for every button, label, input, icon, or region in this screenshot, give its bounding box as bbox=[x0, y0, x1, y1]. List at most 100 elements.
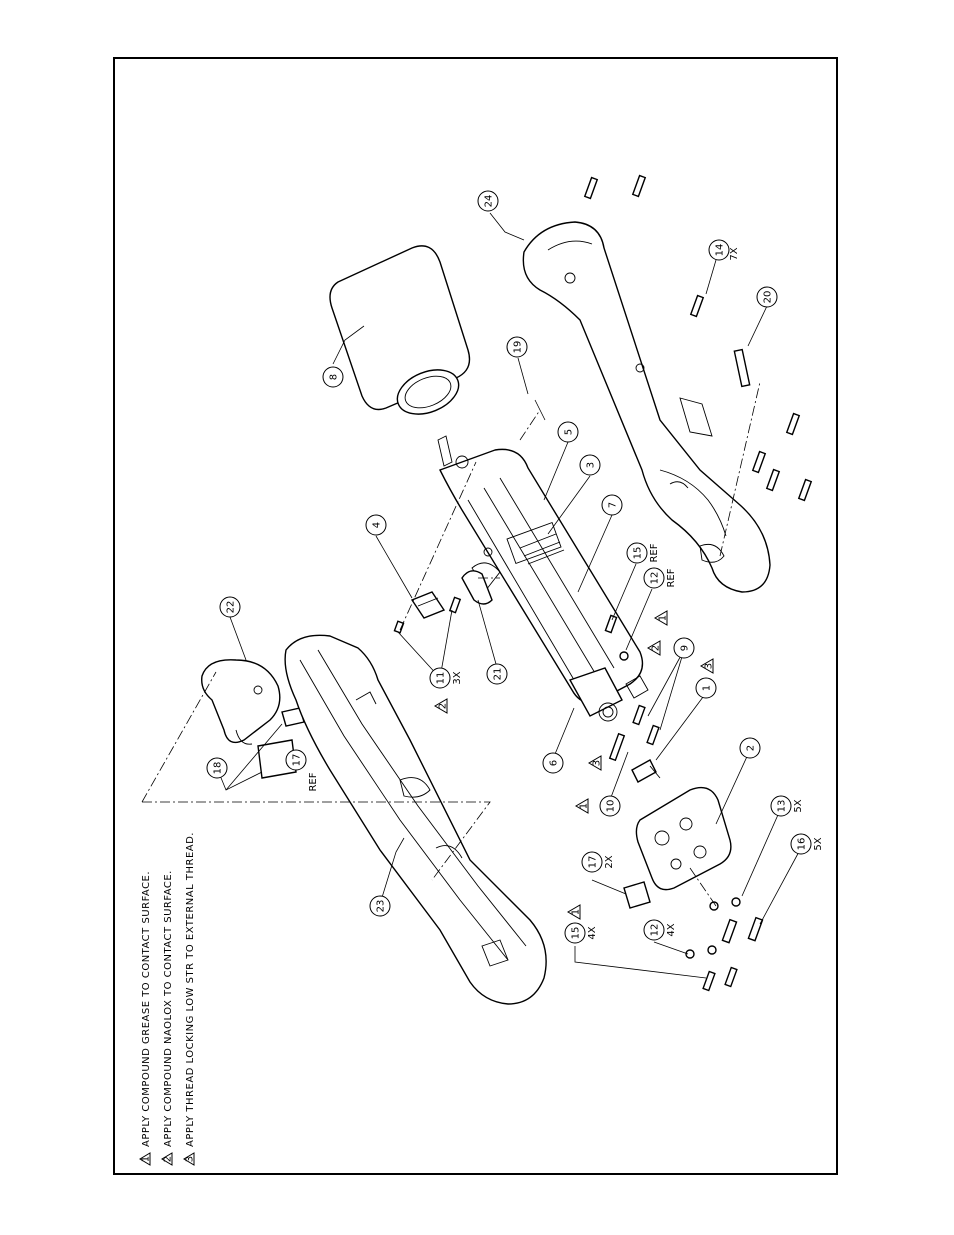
triangle-15: 1 bbox=[567, 904, 582, 920]
triangle-9a: 1 bbox=[654, 610, 669, 626]
triangle-9b: 2 bbox=[647, 640, 662, 656]
svg-text:REF: REF bbox=[666, 568, 677, 587]
svg-text:17: 17 bbox=[588, 856, 599, 869]
svg-text:18: 18 bbox=[213, 762, 224, 775]
note-3: 3 APPLY THREAD LOCKING LOW STR TO EXTERN… bbox=[183, 832, 196, 1166]
svg-text:3: 3 bbox=[592, 760, 603, 766]
callout-22: 22 bbox=[219, 596, 241, 618]
callouts: 8 24 14 7X 19 20 5 3 4 bbox=[206, 190, 824, 944]
svg-text:REF: REF bbox=[308, 772, 319, 791]
svg-text:15: 15 bbox=[571, 927, 582, 940]
svg-text:5X: 5X bbox=[813, 837, 824, 850]
part-8-sleeve bbox=[329, 245, 471, 415]
svg-text:3X: 3X bbox=[452, 671, 463, 684]
callout-16: 16 5X bbox=[790, 833, 824, 855]
svg-text:2: 2 bbox=[746, 745, 757, 751]
svg-text:APPLY COMPOUND GREASE TO CONTA: APPLY COMPOUND GREASE TO CONTACT SURFACE… bbox=[141, 871, 152, 1147]
svg-text:16: 16 bbox=[797, 838, 808, 851]
callout-13: 13 5X bbox=[770, 795, 804, 817]
note-1: 1 APPLY COMPOUND GREASE TO CONTACT SURFA… bbox=[139, 871, 152, 1166]
svg-text:1: 1 bbox=[658, 615, 669, 621]
callout-12-4x: 12 4X bbox=[643, 919, 677, 941]
svg-text:2: 2 bbox=[438, 703, 449, 709]
callout-23: 23 bbox=[369, 895, 391, 917]
svg-text:2: 2 bbox=[163, 1156, 174, 1162]
notes-block: 1 APPLY COMPOUND GREASE TO CONTACT SURFA… bbox=[139, 832, 196, 1166]
callout-8: 8 bbox=[322, 366, 344, 388]
svg-text:10: 10 bbox=[606, 800, 617, 813]
svg-text:4: 4 bbox=[372, 522, 383, 528]
svg-text:24: 24 bbox=[484, 195, 495, 208]
svg-text:23: 23 bbox=[376, 900, 387, 913]
callout-24: 24 bbox=[477, 190, 499, 212]
callout-12-ref: 12 REF bbox=[643, 567, 677, 589]
callout-1: 1 bbox=[695, 677, 717, 699]
svg-text:3: 3 bbox=[704, 663, 715, 669]
svg-text:1: 1 bbox=[571, 909, 582, 915]
svg-text:5X: 5X bbox=[793, 799, 804, 812]
part-20-pin bbox=[733, 348, 751, 388]
svg-text:12: 12 bbox=[650, 572, 661, 585]
callout-14: 14 7X bbox=[708, 239, 740, 261]
part-22-cap bbox=[201, 659, 281, 745]
svg-text:9: 9 bbox=[680, 645, 691, 651]
svg-text:21: 21 bbox=[493, 668, 504, 681]
part-23-housing bbox=[284, 634, 547, 1005]
svg-text:APPLY THREAD LOCKING LOW STR T: APPLY THREAD LOCKING LOW STR TO EXTERNAL… bbox=[185, 832, 196, 1147]
triangle-1: 3 bbox=[700, 658, 715, 674]
svg-text:6: 6 bbox=[549, 760, 560, 766]
callout-11: 11 3X bbox=[429, 667, 463, 689]
svg-text:11: 11 bbox=[436, 672, 447, 685]
svg-text:5: 5 bbox=[564, 429, 575, 435]
note-2: 2 APPLY COMPOUND NAOLOX TO CONTACT SURFA… bbox=[161, 870, 174, 1166]
svg-text:4X: 4X bbox=[666, 923, 677, 936]
svg-text:13: 13 bbox=[777, 800, 788, 813]
callout-15-ref: 15 REF bbox=[626, 542, 660, 564]
callout-17-2x: 17 2X bbox=[581, 851, 615, 873]
svg-text:1: 1 bbox=[579, 803, 590, 809]
leader-lines bbox=[216, 212, 802, 979]
part-4-clip bbox=[410, 591, 446, 619]
triangle-10: 1 bbox=[575, 798, 590, 814]
callout-21: 21 bbox=[486, 663, 508, 685]
svg-text:3: 3 bbox=[586, 462, 597, 468]
triangle-6: 3 bbox=[588, 755, 603, 771]
svg-text:4X: 4X bbox=[587, 926, 598, 939]
svg-text:19: 19 bbox=[513, 341, 524, 354]
callout-9: 9 bbox=[673, 637, 695, 659]
svg-text:20: 20 bbox=[763, 291, 774, 304]
svg-text:7X: 7X bbox=[729, 247, 740, 260]
callout-2: 2 bbox=[739, 737, 761, 759]
callout-18: 18 bbox=[206, 757, 228, 779]
part-17-strip bbox=[623, 881, 651, 909]
callout-5: 5 bbox=[557, 421, 579, 443]
callout-20: 20 bbox=[756, 286, 778, 308]
part-24-housing bbox=[522, 221, 771, 593]
svg-text:1: 1 bbox=[702, 685, 713, 691]
callout-10: 10 bbox=[599, 795, 621, 817]
svg-text:7: 7 bbox=[608, 502, 619, 508]
note-triangles: 2 1 2 3 3 1 1 bbox=[434, 610, 715, 920]
svg-text:2X: 2X bbox=[604, 855, 615, 868]
triangle-11: 2 bbox=[434, 698, 449, 714]
part-shaft-assembly bbox=[437, 435, 644, 704]
svg-text:2: 2 bbox=[651, 645, 662, 651]
drawing-frame bbox=[113, 57, 838, 1175]
svg-text:12: 12 bbox=[650, 924, 661, 937]
part-6-gear bbox=[568, 667, 649, 722]
svg-text:3: 3 bbox=[185, 1156, 196, 1162]
callout-6: 6 bbox=[542, 752, 564, 774]
part-1-pin bbox=[631, 759, 661, 783]
svg-text:14: 14 bbox=[715, 244, 726, 257]
part-18-label bbox=[257, 707, 305, 779]
screws bbox=[393, 174, 813, 992]
svg-text:APPLY COMPOUND NAOLOX TO CONTA: APPLY COMPOUND NAOLOX TO CONTACT SURFACE… bbox=[163, 870, 174, 1147]
svg-text:1: 1 bbox=[141, 1156, 152, 1162]
part-2-block bbox=[635, 786, 732, 891]
svg-text:15: 15 bbox=[633, 547, 644, 560]
svg-text:17: 17 bbox=[292, 754, 303, 767]
svg-text:REF: REF bbox=[649, 543, 660, 562]
callout-4: 4 bbox=[365, 514, 387, 536]
callout-7: 7 bbox=[601, 494, 623, 516]
